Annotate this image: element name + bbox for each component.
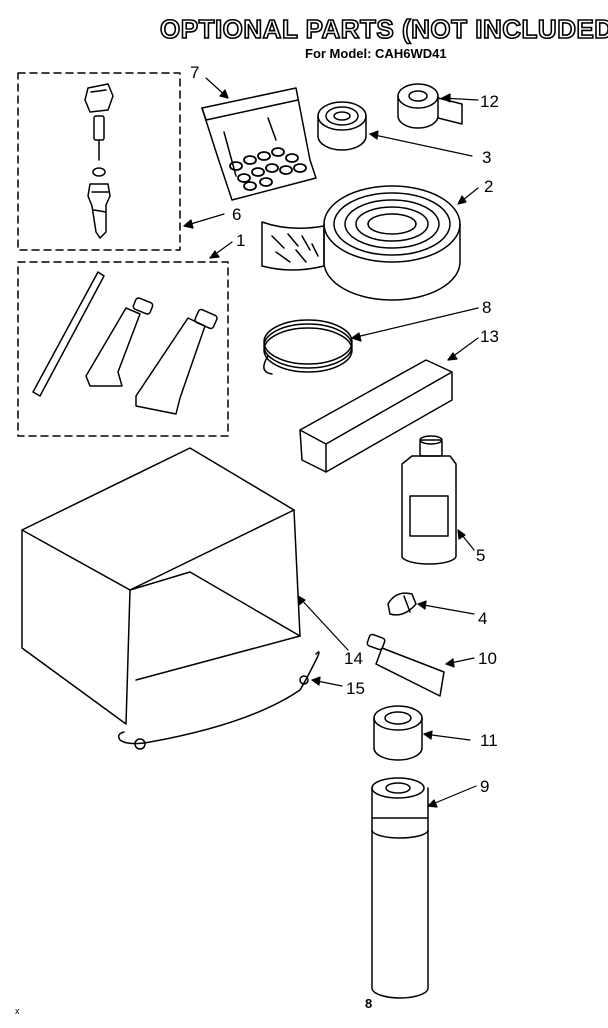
part-4-plug (387, 592, 417, 616)
callout-3: 3 (482, 148, 491, 167)
part-6-fitting-kit (17, 72, 181, 251)
callout-labels: 7 12 3 2 6 1 8 13 5 4 10 11 9 14 15 (190, 63, 499, 796)
part-10-small-tube (366, 633, 445, 697)
diagram-title: OPTIONAL PARTS (NOT INCLUDED) (159, 13, 608, 45)
part-12-tape-roll (397, 83, 463, 129)
callout-12: 12 (480, 92, 499, 111)
part-11-roll (373, 705, 423, 761)
leader-lines (183, 77, 479, 808)
callout-13: 13 (480, 327, 499, 346)
part-5-bottle (401, 435, 457, 565)
page-number: 8 (365, 996, 373, 1011)
callout-15: 15 (346, 679, 365, 698)
callout-1: 1 (236, 231, 245, 250)
callout-9: 9 (480, 777, 489, 796)
part-8-wire-coil (263, 319, 353, 375)
callout-10: 10 (478, 649, 497, 668)
part-9-aerosol-can (371, 777, 429, 999)
callout-8: 8 (482, 298, 491, 317)
callout-2: 2 (484, 177, 493, 196)
callout-5: 5 (476, 546, 485, 565)
part-1-tube-kit (17, 261, 229, 437)
part-2-insulation-coil (261, 185, 461, 301)
part-13-foam-bar (299, 359, 453, 473)
part-14-cover (21, 447, 301, 725)
model-subtitle: For Model: CAH6WD41 (305, 46, 447, 61)
part-6-dashed-box (17, 72, 181, 251)
callout-14: 14 (344, 649, 363, 668)
part-3-foam-tape (317, 101, 367, 151)
part-15-cord (117, 651, 320, 750)
callout-11: 11 (480, 731, 498, 750)
callout-6: 6 (232, 205, 241, 224)
corner-mark: x (15, 1006, 20, 1016)
callout-7: 7 (190, 63, 199, 82)
callout-4: 4 (478, 609, 487, 628)
part-7-hardware-bag (201, 87, 317, 201)
